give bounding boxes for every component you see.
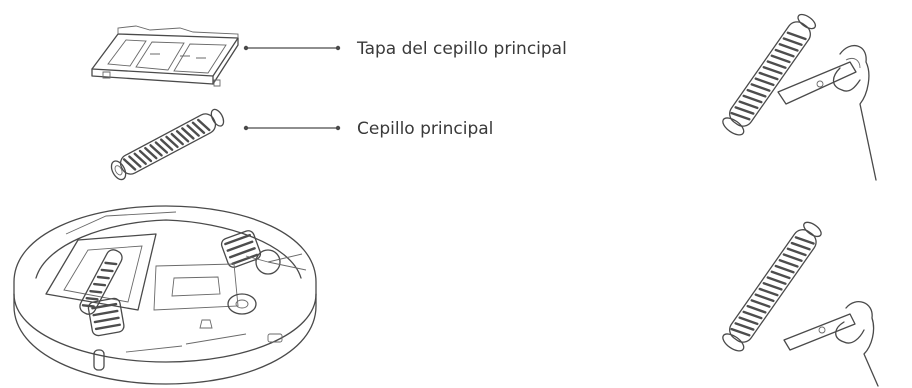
main-brush-illustration [98,104,238,184]
robot-vacuum-underside-icon [13,205,317,385]
brush-cover-leader-line [242,44,342,52]
cleaning-step-1-illustration [700,4,900,184]
brush-cover-icon [91,25,239,87]
main-brush-icon [110,108,225,181]
brush-cover-label: Tapa del cepillo principal [357,39,567,59]
brush-cleaning-tool-step-1-icon [722,13,877,181]
main-brush-leader-line [242,124,342,132]
cleaning-step-2-illustration [700,210,900,388]
robot-vacuum-illustration [6,194,326,388]
brush-cover-illustration [88,14,248,94]
main-brush-label: Cepillo principal [357,119,494,139]
brush-cleaning-tool-step-2-icon [722,221,879,387]
